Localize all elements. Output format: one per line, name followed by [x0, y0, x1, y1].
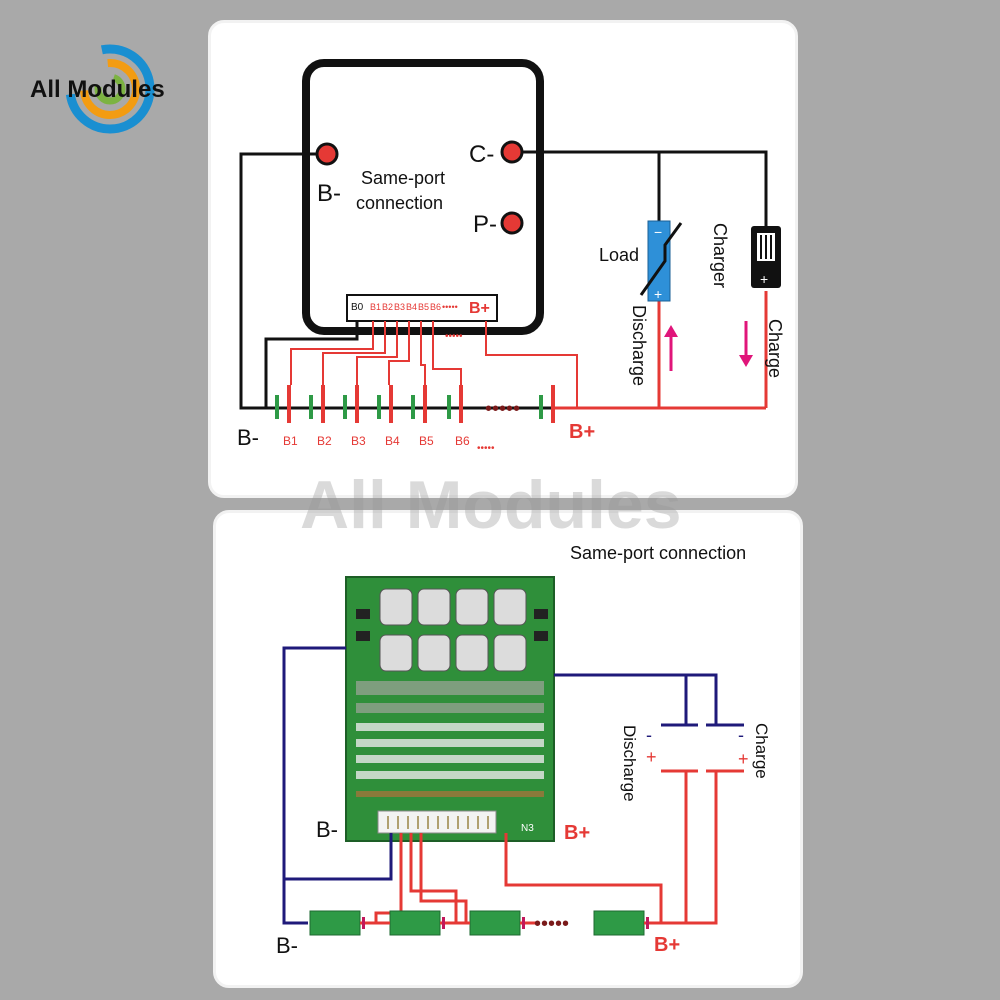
cell-label-b6: B6 [455, 434, 470, 448]
bottom-wiring-diagram: Same-port connection [276, 543, 771, 958]
connector-dots-below: ••••• [445, 331, 463, 342]
cell-label-b2: B2 [317, 434, 332, 448]
board-b-plus: B+ [564, 822, 590, 844]
logo [60, 34, 160, 144]
cell-1 [309, 910, 361, 936]
cell-4 [593, 910, 645, 936]
charger-plus: + [760, 271, 768, 287]
red-wires [374, 771, 718, 925]
cell-label-b1: B1 [283, 434, 298, 448]
bms-module-box [302, 59, 544, 335]
pin-label-b1: B1 [370, 302, 381, 312]
b-minus-terminal-label: B- [317, 180, 341, 207]
discharge-terminal: - + [646, 723, 698, 773]
connector-n3-label: N3 [521, 823, 534, 834]
cell-3 [469, 910, 521, 936]
charge-minus: - [738, 725, 744, 745]
p-minus-terminal-icon [500, 211, 524, 235]
charge-arrow-icon [739, 321, 753, 367]
top-diagram-panel: B- C- P- Same-port connection B0 B1 B2 B… [208, 20, 798, 498]
top-battery-b-minus: B- [237, 425, 259, 450]
bms-pcb-board: N3 [345, 576, 555, 842]
p-minus-terminal-label: P- [473, 211, 497, 238]
cell-label-b3: B3 [351, 434, 366, 448]
bottom-title: Same-port connection [570, 543, 746, 563]
bottom-battery-dots: ••••• [534, 913, 569, 935]
blue-wires [282, 646, 718, 925]
logo-swirl-icon [65, 44, 155, 134]
battery-dots: ••••• [485, 398, 520, 420]
charge-terminal: - + [706, 723, 749, 773]
discharge-plus: + [646, 747, 657, 767]
bottom-discharge-label: Discharge [620, 725, 639, 802]
c-minus-terminal-label: C- [469, 141, 494, 168]
load-plus: + [654, 286, 662, 302]
pin-label-dots: ••••• [442, 302, 458, 312]
watermark: All Modules [300, 467, 682, 543]
cell-label-dots: ••••• [477, 443, 495, 454]
charge-plus: + [738, 749, 749, 769]
cell-label-b4: B4 [385, 434, 400, 448]
cell-2 [389, 910, 441, 936]
board-b-minus: B- [316, 817, 338, 842]
load-label: Load [599, 245, 639, 265]
discharge-arrow-icon [664, 325, 678, 371]
charger-icon: + [751, 226, 781, 288]
charge-label: Charge [765, 319, 785, 378]
top-battery-string: B1 B2 B3 B4 B5 B6 ••••• ••••• B- B+ [237, 385, 595, 454]
pin-label-b2: B2 [382, 302, 393, 312]
red-balance-wires [290, 321, 578, 408]
pin-label-b3: B3 [394, 302, 405, 312]
bottom-battery-string: ••••• [309, 910, 661, 936]
discharge-minus: - [646, 725, 652, 745]
b-minus-terminal-icon [315, 142, 339, 166]
bottom-charge-label: Charge [752, 723, 771, 779]
pin-label-b-plus: B+ [469, 300, 490, 317]
load-icon: − + [639, 220, 683, 302]
battery-b-minus: B- [276, 933, 298, 958]
pin-label-b4: B4 [406, 302, 417, 312]
same-port-label-line1: Same-port [361, 168, 445, 188]
top-battery-b-plus: B+ [569, 421, 595, 443]
cell-label-b5: B5 [419, 434, 434, 448]
load-minus: − [654, 224, 662, 240]
bottom-diagram-panel: Same-port connection [213, 510, 803, 988]
red-main-wires [551, 291, 768, 410]
pin-label-b6: B6 [430, 302, 441, 312]
charger-label: Charger [710, 223, 730, 288]
battery-b-plus: B+ [654, 934, 680, 956]
c-minus-terminal-icon [500, 140, 524, 164]
discharge-label: Discharge [629, 305, 649, 386]
logo-text: All Modules [30, 76, 165, 103]
same-port-label-line2: connection [356, 193, 443, 213]
pin-label-b5: B5 [418, 302, 429, 312]
pin-label-b0: B0 [351, 302, 364, 313]
top-wiring-diagram: B- C- P- Same-port connection B0 B1 B2 B… [237, 59, 785, 454]
